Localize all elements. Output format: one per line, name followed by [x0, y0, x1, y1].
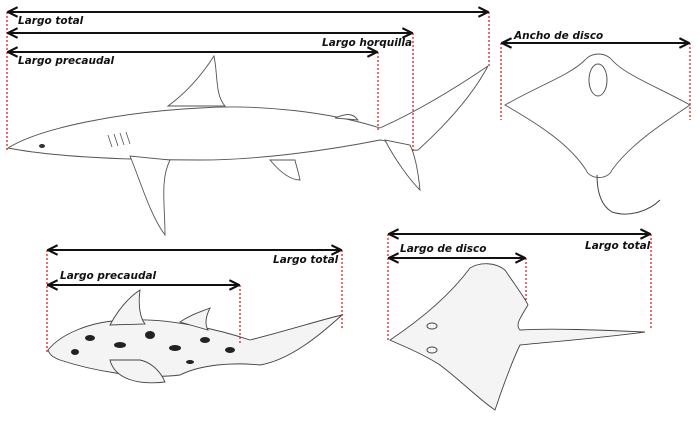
skin-spots — [71, 331, 235, 364]
shark-fork-length-label: Largo horquilla — [322, 37, 412, 49]
angel-precaudal-length-label: Largo precaudal — [60, 270, 157, 282]
eagle-ray-illustration — [504, 53, 691, 215]
skate-illustration — [389, 263, 646, 411]
angel-shark-illustration — [47, 289, 344, 384]
guide-lines — [6, 12, 691, 352]
shark-precaudal-length-label: Largo precaudal — [18, 55, 115, 67]
angel-total-length-label: Largo total — [273, 254, 339, 266]
skate-disc-length-label: Largo de disco — [400, 243, 486, 255]
ray-disc-width-label: Ancho de disco — [513, 30, 603, 42]
shark-total-length-label: Largo total — [18, 15, 84, 27]
skate-total-length-label: Largo total — [585, 240, 651, 252]
shark-illustration — [6, 54, 489, 237]
